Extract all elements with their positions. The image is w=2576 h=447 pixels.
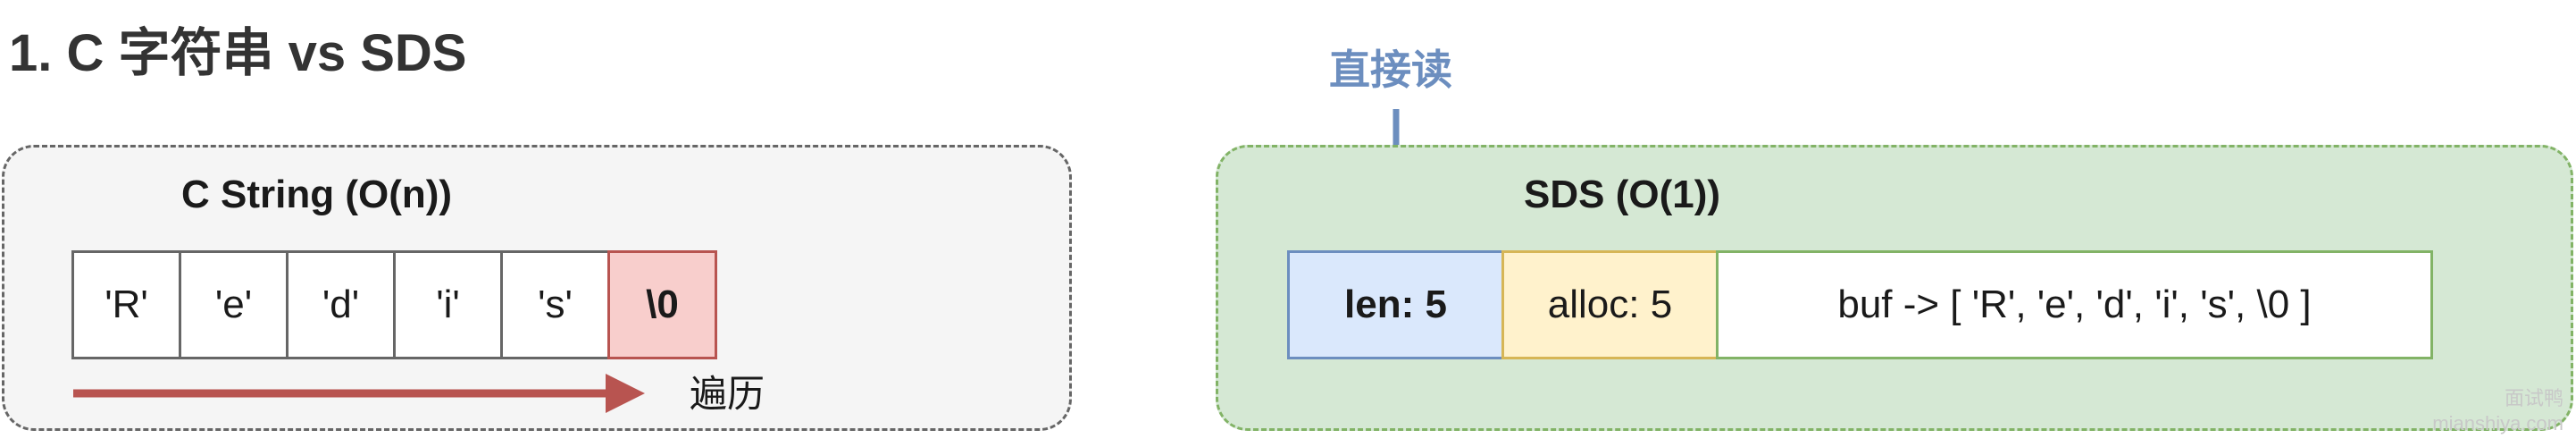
watermark-line: 面试鸭 [2504,387,2563,409]
traverse-label: 遍历 [690,373,765,415]
page-title: 1. C 字符串 vs SDS [9,24,467,82]
char-cell: 'e' [179,250,289,359]
alloc-field: alloc: 5 [1501,250,1719,359]
len-field: len: 5 [1287,250,1504,359]
watermark-line: mianshiya.com [2432,412,2563,434]
watermark: 面试鸭 mianshiya.com [2432,386,2563,436]
null-terminator-cell: \0 [607,250,717,359]
c-string-title: C String (O(n)) [181,173,453,216]
sds-title: SDS (O(1)) [1524,173,1720,216]
char-cell: 'd' [286,250,396,359]
traverse-arrow [73,374,645,413]
char-cell: 's' [500,250,610,359]
direct-read-label: 直接读 [1329,46,1452,93]
buf-field: buf -> [ 'R', 'e', 'd', 'i', 's', \0 ] [1716,250,2433,359]
char-cell: 'i' [393,250,503,359]
